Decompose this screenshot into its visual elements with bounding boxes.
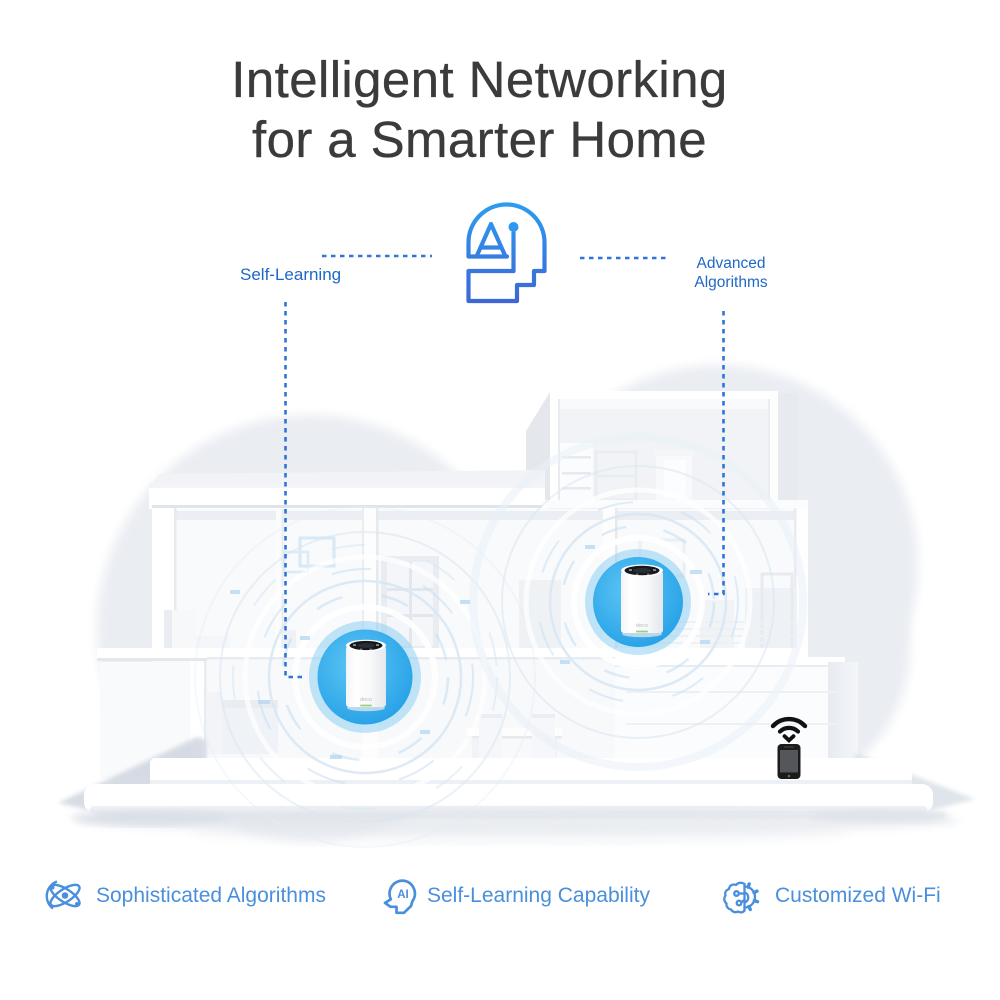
svg-text:AI: AI xyxy=(397,889,409,901)
svg-text:deco: deco xyxy=(636,623,648,629)
svg-text:deco: deco xyxy=(360,697,372,703)
